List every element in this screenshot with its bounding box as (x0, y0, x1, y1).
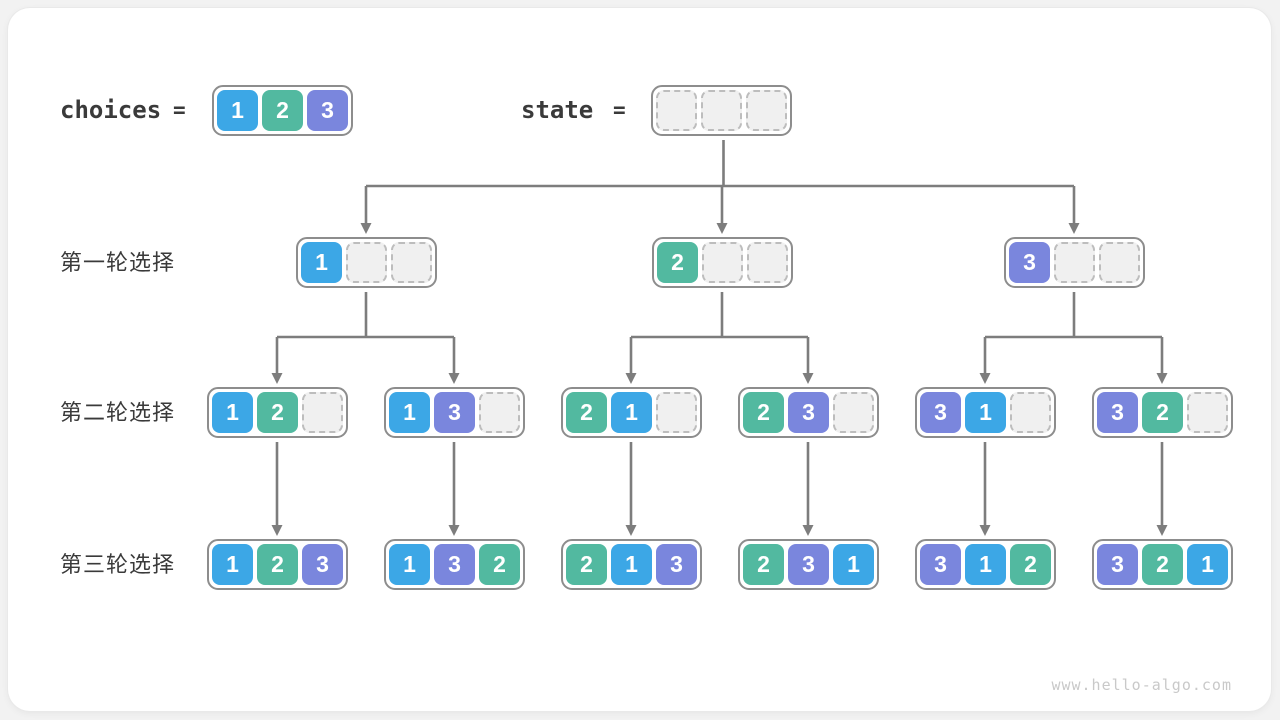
cell-1: 1 (212, 392, 253, 433)
arrowhead-icon (360, 223, 372, 234)
cell-1: 1 (1187, 544, 1228, 585)
choices-label: choices (60, 96, 162, 124)
arrowhead-icon (271, 373, 283, 384)
empty-cell (1187, 392, 1228, 433)
cell-1: 1 (389, 392, 430, 433)
empty-cell (833, 392, 874, 433)
cell-2: 2 (566, 392, 607, 433)
arrowhead-icon (716, 223, 728, 234)
cell-3: 3 (302, 544, 343, 585)
cell-1: 1 (833, 544, 874, 585)
connector-lines (275, 140, 1164, 528)
cell-2: 2 (479, 544, 520, 585)
cell-2: 2 (657, 242, 698, 283)
cell-3: 3 (788, 544, 829, 585)
cell-3: 3 (434, 544, 475, 585)
arrowhead-icon (625, 525, 637, 536)
cell-2: 2 (743, 544, 784, 585)
choices-equals: = (173, 98, 186, 122)
arrowhead-icon (1068, 223, 1080, 234)
empty-cell (702, 242, 743, 283)
empty-cell (391, 242, 432, 283)
empty-cell (479, 392, 520, 433)
arrowhead-icon (802, 373, 814, 384)
empty-cell (656, 392, 697, 433)
arrowhead-icon (1156, 525, 1168, 536)
empty-cell (1054, 242, 1095, 283)
cell-3: 3 (307, 90, 348, 131)
arrowhead-icon (979, 525, 991, 536)
empty-cell (346, 242, 387, 283)
row-label-round-1: 第一轮选择 (60, 250, 176, 275)
arrowhead-icon (625, 373, 637, 384)
empty-cell (1099, 242, 1140, 283)
cell-3: 3 (788, 392, 829, 433)
cell-1: 1 (965, 392, 1006, 433)
empty-cell (302, 392, 343, 433)
cell-3: 3 (434, 392, 475, 433)
cell-3: 3 (656, 544, 697, 585)
cell-1: 1 (611, 392, 652, 433)
state-node-r1-2: 2 (652, 237, 793, 288)
cell-2: 2 (257, 392, 298, 433)
arrowhead-icon (448, 525, 460, 536)
state-node-r1-1: 1 (296, 237, 437, 288)
cell-1: 1 (217, 90, 258, 131)
cell-2: 2 (262, 90, 303, 131)
watermark: www.hello-algo.com (1051, 676, 1232, 694)
cell-3: 3 (920, 392, 961, 433)
state-node-r1-3: 3 (1004, 237, 1145, 288)
empty-cell (746, 90, 787, 131)
arrowhead-icon (448, 373, 460, 384)
arrowhead-icon (802, 525, 814, 536)
empty-cell (701, 90, 742, 131)
cell-2: 2 (1142, 392, 1183, 433)
empty-cell (656, 90, 697, 131)
empty-cell (1010, 392, 1051, 433)
arrowhead-icon (271, 525, 283, 536)
cell-2: 2 (257, 544, 298, 585)
cell-3: 3 (920, 544, 961, 585)
cell-2: 2 (1010, 544, 1051, 585)
cell-1: 1 (965, 544, 1006, 585)
cell-3: 3 (1097, 392, 1138, 433)
state-equals: = (613, 98, 626, 122)
cell-1: 1 (611, 544, 652, 585)
row-label-round-2: 第二轮选择 (60, 400, 176, 425)
cell-3: 3 (1097, 544, 1138, 585)
row-label-round-3: 第三轮选择 (60, 552, 176, 577)
state-label: state (521, 96, 594, 124)
cell-1: 1 (389, 544, 430, 585)
cell-1: 1 (212, 544, 253, 585)
empty-cell (747, 242, 788, 283)
cell-2: 2 (566, 544, 607, 585)
state-node (651, 85, 792, 136)
cell-2: 2 (1142, 544, 1183, 585)
cell-1: 1 (301, 242, 342, 283)
cell-3: 3 (1009, 242, 1050, 283)
arrowhead-icon (1156, 373, 1168, 384)
arrowhead-icon (979, 373, 991, 384)
cell-2: 2 (743, 392, 784, 433)
